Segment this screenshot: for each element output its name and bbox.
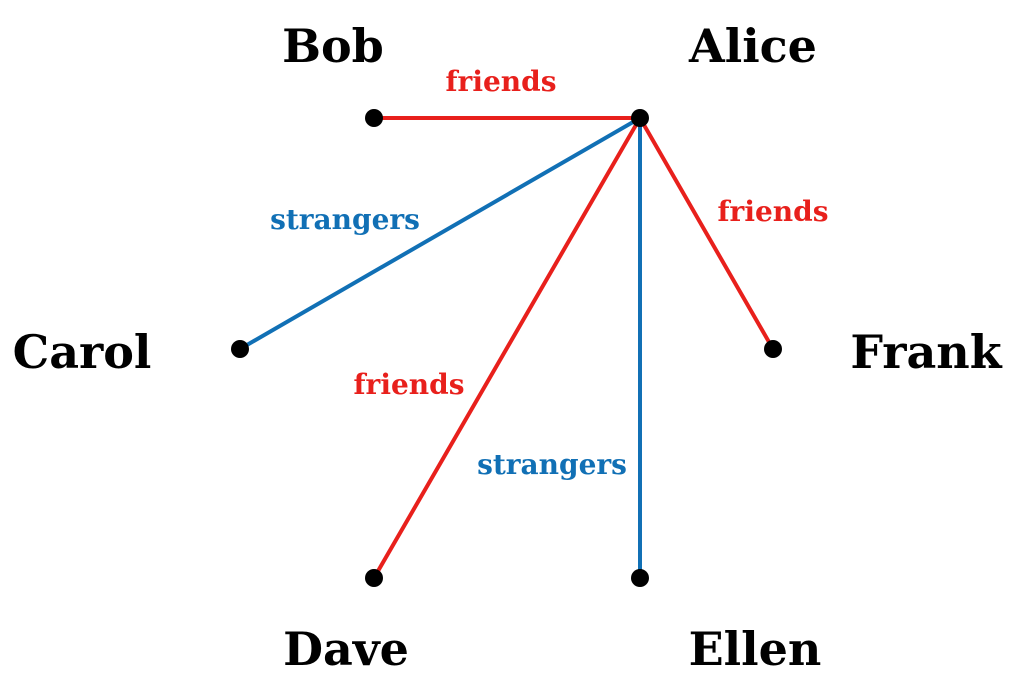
node-label-frank: Frank	[850, 325, 1002, 379]
edge-label-alice-bob: friends	[446, 65, 557, 98]
node-label-ellen: Ellen	[689, 622, 822, 676]
edge-alice-dave	[372, 116, 642, 580]
edge-label-alice-carol: strangers	[270, 203, 420, 236]
node-dot-alice	[631, 109, 649, 127]
node-dot-carol	[231, 340, 249, 358]
node-dot-ellen	[631, 569, 649, 587]
node-label-dave: Dave	[283, 622, 409, 676]
node-label-carol: Carol	[13, 325, 152, 379]
edges-layer	[238, 116, 775, 580]
node-label-bob: Bob	[282, 19, 384, 73]
edge-label-alice-frank: friends	[718, 195, 829, 228]
node-dot-dave	[365, 569, 383, 587]
node-dot-frank	[764, 340, 782, 358]
nodes-layer	[231, 109, 782, 587]
node-dot-bob	[365, 109, 383, 127]
edge-alice-frank	[638, 116, 775, 351]
node-label-alice: Alice	[688, 19, 817, 73]
edge-label-alice-dave: friends	[354, 368, 465, 401]
edge-alice-carol	[238, 116, 642, 351]
edge-label-alice-ellen: strangers	[477, 448, 627, 481]
labels-layer: friends strangers friends friends strangers B…	[13, 19, 1003, 676]
